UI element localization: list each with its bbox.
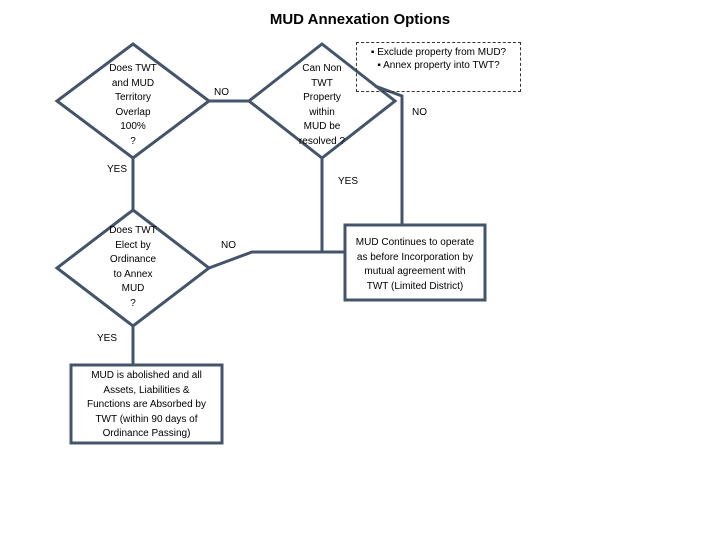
label-yes-overlap: YES xyxy=(107,164,128,175)
decision-resolve-text: Can Non TWT Property within MUD be resol… xyxy=(298,63,346,147)
options-box: ▪ Exclude property from MUD? ▪ Annex pro… xyxy=(356,42,521,92)
connector-resolve-to-options xyxy=(374,84,404,225)
outcome-continues-text: MUD Continues to operate as before Incor… xyxy=(355,237,475,292)
decision-overlap-text: Does TWT and MUD Territory Overlap 100% … xyxy=(109,63,157,147)
connector-elect-to-continues xyxy=(208,250,322,270)
page-title: MUD Annexation Options xyxy=(269,11,451,28)
label-no-overlap: NO xyxy=(214,87,229,98)
outcome-abolished-box xyxy=(69,363,224,445)
label-no-elect: NO xyxy=(221,240,236,251)
option-exclude-item: ▪ Exclude property from MUD? xyxy=(370,47,507,58)
decision-elect-text: Does TWT Elect by Ordinance to Annex MUD… xyxy=(109,225,157,309)
label-no-resolve: NO xyxy=(412,107,427,118)
outcome-abolished-text: MUD is abolished and all Assets, Liabili… xyxy=(87,370,206,439)
label-yes-elect: YES xyxy=(97,333,118,344)
label-yes-resolve: YES xyxy=(338,176,359,187)
option-annex-text: Annex property into TWT? xyxy=(383,59,500,71)
outcome-continues-box xyxy=(343,223,487,302)
option-exclude-text: Exclude property from MUD? xyxy=(377,47,507,58)
option-annex-item: ▪ Annex property into TWT? xyxy=(377,59,500,71)
